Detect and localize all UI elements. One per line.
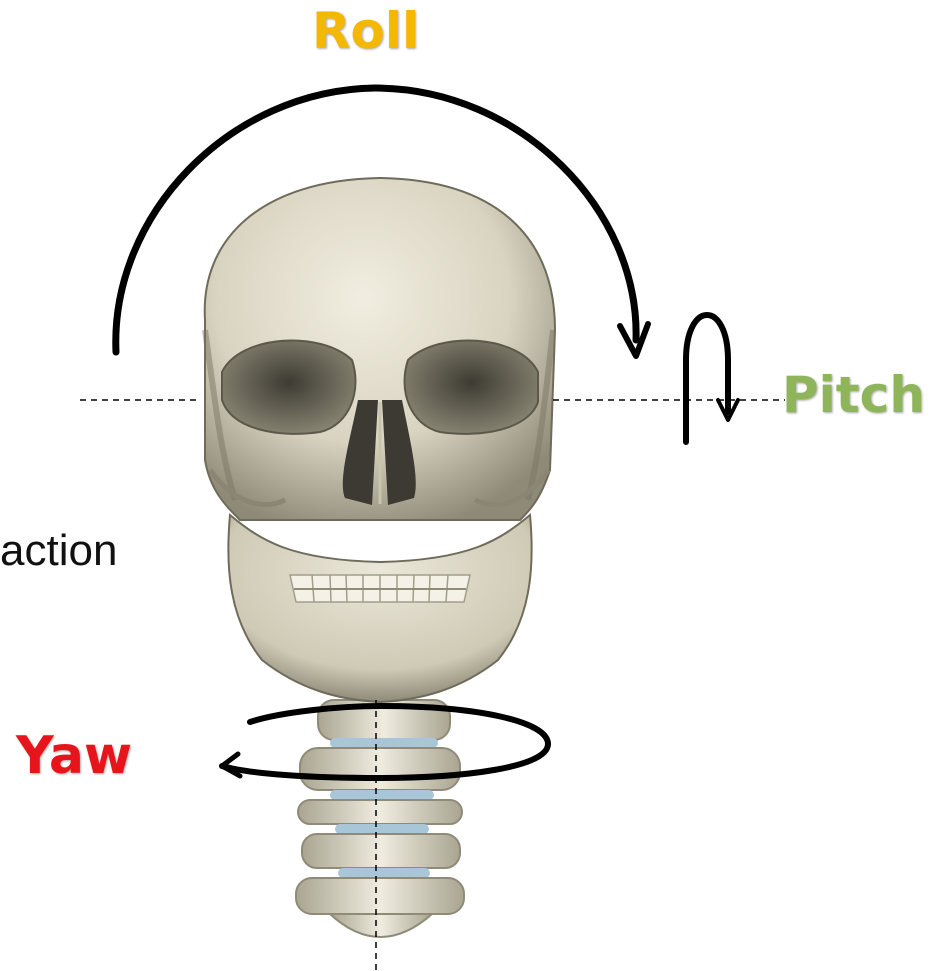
pitch-label: Pitch [782,366,925,424]
roll-label: Roll [312,2,419,60]
yaw-arrowhead-icon [222,754,240,776]
pitch-arrow-icon [686,315,728,442]
yaw-label: Yaw [16,726,132,786]
skull [205,178,555,702]
partial-side-text: action [0,526,117,576]
cervical-spine [296,700,464,937]
